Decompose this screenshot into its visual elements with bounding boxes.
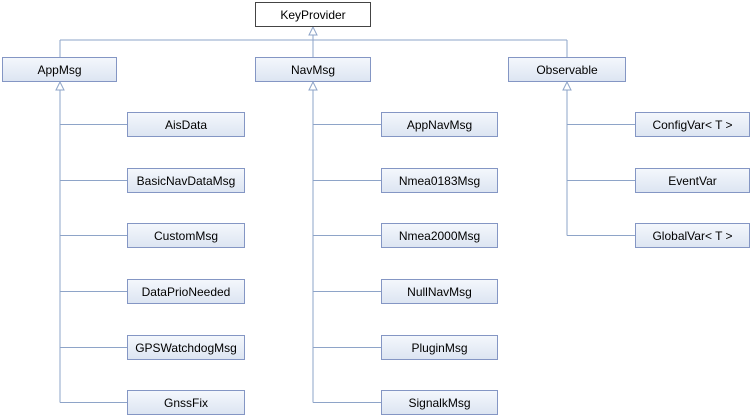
node-dataprioneeded[interactable]: DataPrioNeeded: [127, 279, 245, 304]
node-pluginmsg[interactable]: PluginMsg: [381, 335, 498, 360]
node-custommsg[interactable]: CustomMsg: [127, 223, 245, 248]
node-nullnavmsg[interactable]: NullNavMsg: [381, 279, 498, 304]
node-nmea0183msg[interactable]: Nmea0183Msg: [381, 168, 498, 193]
node-globalvar[interactable]: GlobalVar< T >: [635, 223, 750, 248]
node-gpswatchdogmsg[interactable]: GPSWatchdogMsg: [127, 335, 245, 360]
node-signalkmsg[interactable]: SignalkMsg: [381, 390, 498, 415]
node-appmsg[interactable]: AppMsg: [2, 57, 117, 82]
node-navmsg[interactable]: NavMsg: [255, 57, 371, 82]
node-observable[interactable]: Observable: [508, 57, 626, 82]
node-eventvar[interactable]: EventVar: [635, 168, 750, 193]
edge-arrowhead-0: [55, 80, 65, 91]
node-configvar[interactable]: ConfigVar< T >: [635, 112, 750, 137]
edge-arrowhead-2: [562, 80, 572, 91]
node-appnavmsg[interactable]: AppNavMsg: [381, 112, 498, 137]
node-aisdata[interactable]: AisData: [127, 112, 245, 137]
node-nmea2000msg[interactable]: Nmea2000Msg: [381, 223, 498, 248]
edge-root-arrowhead: [308, 25, 318, 36]
node-keyprovider[interactable]: KeyProvider: [255, 2, 371, 27]
node-basicnavdatamsg[interactable]: BasicNavDataMsg: [127, 168, 245, 193]
node-gnssfix[interactable]: GnssFix: [127, 390, 245, 415]
edge-arrowhead-1: [308, 80, 318, 91]
